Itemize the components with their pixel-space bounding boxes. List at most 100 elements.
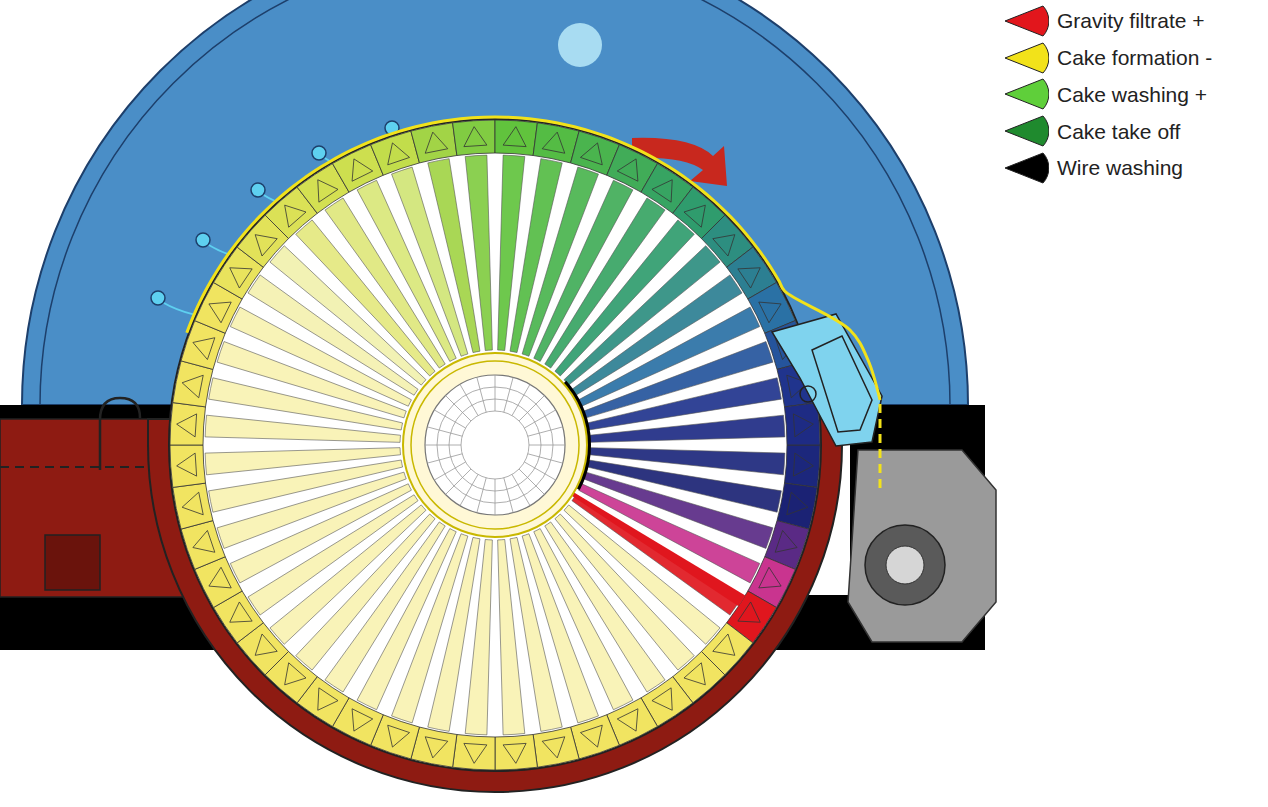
valve-tile: [528, 427, 563, 436]
legend-swatch-box: [1003, 41, 1049, 75]
legend-swatch: [1005, 6, 1049, 36]
valve-tile: [495, 479, 496, 515]
legend-item: Cake take off: [1003, 114, 1265, 148]
hub-ring: [411, 361, 579, 529]
valve-tile: [477, 478, 486, 513]
drum-spoke: [465, 155, 492, 350]
filter-cake: [187, 117, 880, 492]
valve-tile: [524, 462, 555, 480]
valve-tile: [528, 454, 563, 463]
feed-pipe: [100, 398, 140, 470]
valve-tile: [425, 445, 461, 446]
drum-cell: [495, 735, 537, 770]
legend-item: Gravity filtrate +: [1003, 4, 1265, 38]
scraper-blade: [772, 314, 882, 446]
cell-triangle: [793, 414, 813, 437]
cell-triangle: [352, 709, 373, 731]
cell-triangle: [285, 205, 306, 227]
legend-swatch: [1005, 43, 1049, 73]
cell-triangle: [775, 530, 797, 552]
control-valve: [425, 375, 565, 515]
cell-triangle: [230, 602, 252, 622]
legend-text: Cake washing +: [1057, 83, 1207, 106]
drum-cell: [495, 120, 537, 155]
cell-triangle: [182, 375, 203, 398]
cake-layer: [187, 117, 880, 400]
valve-tile: [512, 384, 530, 415]
filter-drum: [169, 119, 821, 771]
cell-triangle: [182, 492, 203, 515]
cell-triangle: [388, 143, 410, 165]
cell-triangle: [193, 338, 215, 360]
valve-tile: [434, 410, 465, 428]
cell-triangle: [793, 453, 813, 476]
cell-triangle: [464, 127, 487, 147]
valve-tile: [519, 469, 544, 494]
cell-triangle: [177, 414, 197, 437]
cell-triangle: [177, 453, 197, 476]
cell-triangle: [503, 743, 526, 763]
cell-triangle: [684, 205, 705, 227]
cell-triangle: [713, 634, 735, 655]
legend-swatch-box: [1003, 151, 1049, 185]
legend-item: Wire washing: [1003, 151, 1265, 185]
drum-cell: [173, 483, 213, 529]
vapour-outlet: [558, 23, 602, 67]
valve-tile: [446, 469, 471, 494]
drum-cell: [453, 120, 495, 155]
discharge-screw: [865, 525, 945, 605]
cake-discharge: [879, 404, 882, 492]
cell-triangle: [425, 737, 448, 758]
valve-tile: [477, 377, 486, 412]
drum-cell: [533, 727, 579, 767]
legend-item: Cake washing +: [1003, 77, 1265, 111]
drum-cell: [170, 403, 205, 445]
legend-text: Gravity filtrate +: [1057, 9, 1205, 32]
cell-triangle: [542, 132, 565, 153]
valve-tile: [446, 396, 471, 421]
cell-triangle: [209, 302, 231, 323]
valve-tile: [519, 396, 544, 421]
cell-triangle: [652, 180, 672, 202]
drum-spoke: [205, 448, 400, 475]
wash-nozzle: [312, 146, 326, 160]
drum-spoke: [498, 539, 525, 734]
cell-triangle: [230, 268, 252, 288]
valve-tile: [524, 410, 555, 428]
cell-triangle: [318, 688, 338, 710]
drum-sectors: [170, 120, 820, 770]
valve-tile: [427, 454, 462, 463]
valve-tile: [529, 445, 565, 446]
cell-triangle: [652, 688, 672, 710]
agitator-drive: [45, 535, 100, 590]
drum-spoke: [589, 415, 784, 442]
cell-triangle: [209, 567, 231, 588]
drum-shell: [169, 119, 821, 771]
legend-swatch-box: [1003, 77, 1049, 111]
cell-triangle: [738, 602, 760, 622]
legend: Gravity filtrate + Cake formation - Cake w…: [1003, 4, 1265, 187]
drum-cell: [453, 735, 495, 770]
cell-triangle: [759, 567, 781, 588]
legend-swatch-box: [1003, 114, 1049, 148]
legend-swatch: [1005, 79, 1049, 109]
cell-triangle: [464, 743, 487, 763]
drum-cell: [785, 445, 820, 487]
valve-tile: [504, 478, 513, 513]
cell-triangle: [580, 725, 602, 747]
cell-triangle: [738, 268, 760, 288]
legend-item: Cake formation -: [1003, 41, 1265, 75]
discharge-screw-housing: [848, 450, 996, 642]
cell-triangle: [759, 302, 781, 323]
cell-triangle: [713, 235, 735, 256]
screw-shaft: [886, 546, 924, 584]
legend-text: Cake formation -: [1057, 46, 1212, 69]
cell-triangle: [352, 159, 373, 181]
wash-nozzle: [251, 183, 265, 197]
drum-cell: [181, 521, 225, 570]
valve-tile: [427, 427, 462, 436]
legend-swatch: [1005, 153, 1049, 183]
cell-triangle: [787, 492, 808, 515]
drum-cell: [571, 715, 620, 759]
valve-tile: [460, 384, 478, 415]
